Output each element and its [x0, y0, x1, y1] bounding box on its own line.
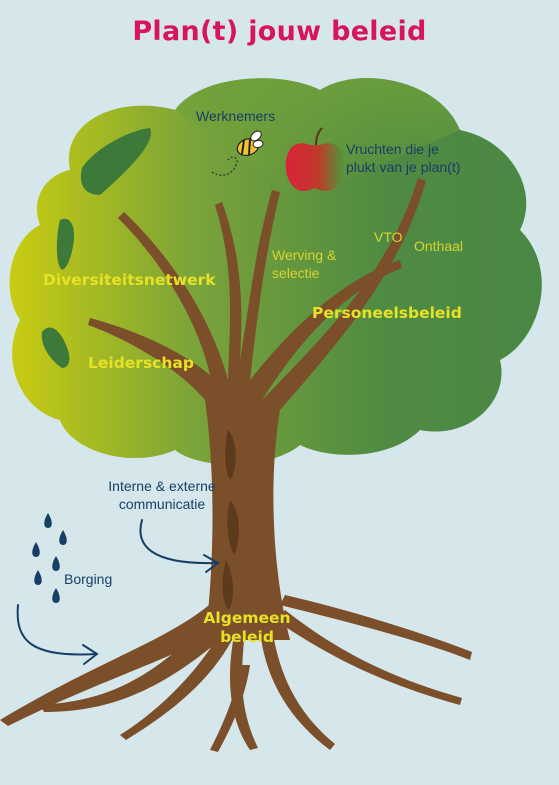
label-werknemers: Werknemers [196, 108, 276, 124]
water-drop-icon [52, 588, 60, 603]
label-vto: VTO [374, 229, 403, 245]
leaf-patch-2 [56, 218, 75, 270]
apple-icon [285, 127, 345, 192]
label-leiderschap: Leiderschap [88, 354, 194, 372]
water-drop-icon [44, 513, 52, 528]
trunk-highlight [225, 430, 236, 480]
communicatie-arrowhead [203, 554, 220, 573]
label-personeelsbeleid: Personeelsbeleid [312, 304, 462, 322]
label-diversiteitsnetwerk: Diversiteitsnetwerk [43, 271, 216, 289]
water-drops [32, 513, 67, 603]
water-drop-icon [52, 556, 60, 571]
tree-trunk [88, 178, 426, 640]
label-communicatie-line2: communicatie [118, 495, 206, 512]
label-werving-line2: selectie [272, 264, 320, 281]
label-werving: Werving & selectie [272, 247, 336, 282]
water-drop-icon [32, 542, 40, 557]
trunk-highlight [227, 500, 239, 555]
label-communicatie: Interne & externe communicatie [92, 478, 232, 513]
trunk-highlight [222, 560, 234, 610]
label-algemeen-line1: Algemeen [203, 609, 291, 627]
label-werving-line1: Werving & [272, 247, 337, 263]
borging-arrowhead [82, 644, 99, 665]
label-vruchten: Vruchten die je plukt van je plan(t) [346, 141, 460, 176]
bee-icon [211, 130, 264, 176]
borging-arrow [16, 604, 98, 656]
tree-roots [0, 595, 472, 752]
label-algemeen-beleid: Algemeen beleid [195, 609, 299, 648]
leaf-patch-1 [80, 128, 151, 195]
page-title: Plan(t) jouw beleid [132, 16, 427, 47]
communicatie-arrow [139, 519, 219, 565]
label-vruchten-line1: Vruchten die je [346, 141, 439, 157]
label-borging: Borging [64, 571, 113, 587]
leaf-patch-3 [41, 327, 70, 368]
label-communicatie-line1: Interne & externe [108, 478, 216, 494]
label-algemeen-line2: beleid [220, 628, 274, 647]
label-vruchten-line2: plukt van je plan(t) [346, 158, 461, 175]
label-onthaal: Onthaal [414, 238, 464, 254]
water-drop-icon [34, 570, 42, 585]
arrows [16, 519, 220, 665]
water-drop-icon [59, 530, 67, 545]
